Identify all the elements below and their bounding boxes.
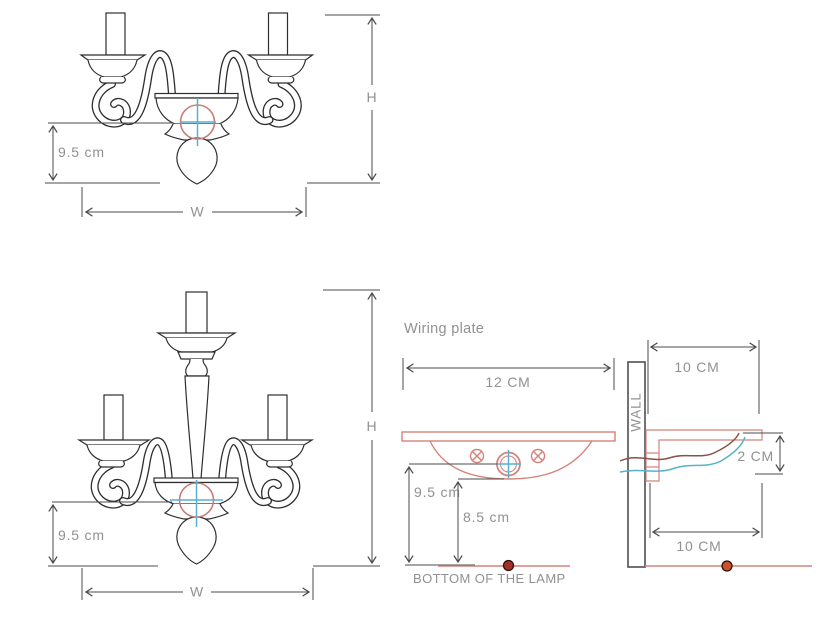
- depth-label: 9.5 cm: [58, 144, 105, 160]
- wiring-plate-front-view: Wiring plate 12 CM 9.5 cm 8.5 cm: [401, 321, 616, 586]
- candle-sleeve: [185, 291, 208, 334]
- plate-bowl-arc: [429, 440, 593, 480]
- two-arm-sconce-front-view: 9.5 cm W H: [45, 12, 380, 220]
- bottom-depth-label: 10 CM: [676, 538, 721, 554]
- plate-width-label: 12 CM: [485, 374, 530, 390]
- cup-ring: [98, 460, 125, 468]
- wiring-plate-profile: [645, 429, 763, 482]
- candle-sleeve: [103, 394, 124, 441]
- wire-brown: [619, 432, 740, 462]
- drip-pan: [79, 54, 148, 61]
- wiring-plate-title: Wiring plate: [404, 321, 484, 337]
- candle-arm-assembly: [76, 394, 152, 468]
- width-label: W: [190, 584, 204, 600]
- candle-arm-assembly-mirrored: [241, 394, 313, 468]
- center-height-label: 9.5 cm: [414, 484, 461, 500]
- wiring-plate-bar: [401, 431, 616, 442]
- wire-teal: [619, 436, 746, 473]
- cup-ring: [99, 76, 126, 84]
- candle-sleeve: [105, 12, 126, 56]
- center-bowl: [154, 92, 239, 185]
- wall-side-view: WALL 10 CM 2 CM 10 CM: [619, 340, 812, 572]
- screw-right: [530, 448, 546, 464]
- candle-cup: [165, 337, 228, 353]
- pendant-drop: [176, 516, 217, 565]
- top-depth-label: 10 CM: [674, 359, 719, 375]
- center-outlet: [496, 450, 521, 478]
- pendant-drop: [176, 137, 218, 185]
- height-label: H: [367, 89, 378, 105]
- candle-cup: [87, 59, 138, 78]
- drip-pan: [155, 332, 238, 339]
- depth-label: 9.5 cm: [58, 527, 105, 543]
- three-arm-sconce-front-view: 9.5 cm W H: [48, 289, 380, 600]
- candle-arm-assembly: [79, 12, 148, 84]
- dimensions: 9.5 cm W H: [48, 289, 380, 600]
- wall-label: WALL: [629, 392, 644, 431]
- candle-cup: [86, 444, 141, 462]
- candle-arm-assembly-mirrored: [247, 12, 314, 84]
- bottom-marker-dot: [721, 560, 733, 572]
- cup-disc: [177, 351, 216, 360]
- center-column: [155, 291, 238, 480]
- bottom-caption: BOTTOM OF THE LAMP: [413, 571, 566, 586]
- dimensions: 9.5 cm W H: [45, 14, 380, 220]
- scroll-arm: [90, 437, 173, 509]
- knop: [185, 358, 208, 377]
- bottom-marker-dot: [502, 559, 515, 572]
- drip-pan: [76, 439, 152, 446]
- screw-left: [469, 448, 485, 464]
- taper-stem: [184, 375, 210, 480]
- wall-section: [627, 361, 646, 568]
- thickness-label: 2 CM: [737, 448, 774, 464]
- bowl-rim: [154, 92, 239, 99]
- height-label: H: [367, 418, 378, 434]
- plate-height-label: 8.5 cm: [463, 509, 510, 525]
- width-label: W: [190, 204, 204, 220]
